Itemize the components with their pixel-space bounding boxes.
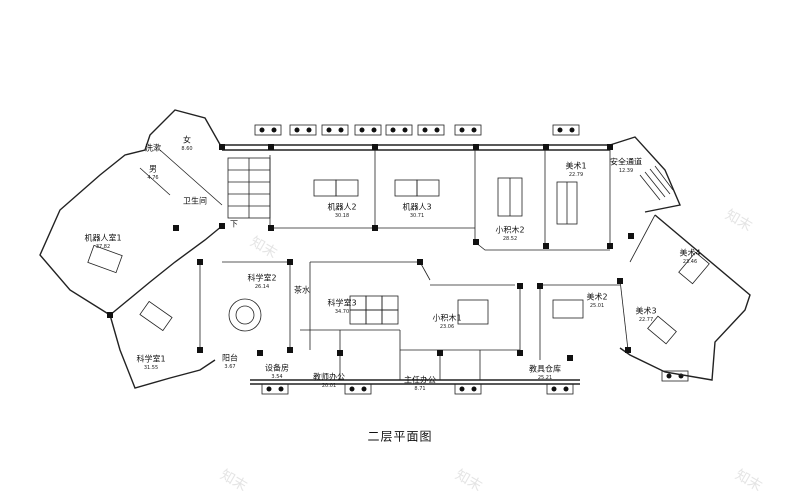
room-label-tea: 茶水: [294, 285, 310, 295]
outer-walls: [39, 109, 751, 389]
room-label-blocks-1: 小积木1: [432, 313, 462, 323]
room-label-science-2: 科学室2: [247, 273, 277, 283]
room-label-robot-3: 机器人3: [402, 202, 432, 212]
room-label-art-1: 美术1: [565, 161, 587, 171]
room-area-robot-3: 30.71: [409, 213, 425, 219]
room-label-robot-1: 机器人室1: [84, 233, 122, 243]
room-label-balcony: 阳台: [222, 353, 238, 363]
room-label-male-wc: 男: [149, 164, 157, 174]
room-area-robot-2: 30.18: [334, 213, 350, 219]
room-area-blocks-2: 28.52: [502, 236, 518, 242]
room-area-teacher-office: 20.01: [321, 383, 337, 389]
room-area-male-wc: 4.76: [147, 175, 159, 181]
room-label-toilet: 卫生间: [183, 196, 207, 206]
room-label-art-2: 美术2: [586, 292, 608, 302]
room-area-female-wc: 8.60: [181, 146, 193, 152]
room-label-teaching-aids-storage: 教具仓库: [529, 364, 561, 374]
room-label-art-4: 美术4: [679, 248, 701, 258]
room-area-science-1: 31.55: [143, 365, 159, 371]
room-area-science-2: 26.14: [254, 284, 270, 290]
room-label-safety-passage: 安全通道: [610, 157, 642, 167]
room-area-science-3: 34.70: [334, 309, 350, 315]
partitions: [139, 149, 656, 380]
room-area-director-office: 8.71: [414, 386, 426, 392]
ac-fans: [259, 127, 684, 392]
room-area-art-3: 22.77: [638, 317, 654, 323]
room-label-female-wc: 女: [183, 135, 191, 145]
room-area-safety-passage: 12.39: [618, 168, 634, 174]
room-label-science-1: 科学室1: [136, 354, 166, 364]
room-label-director-office: 主任办公: [404, 375, 436, 385]
room-label-blocks-2: 小积木2: [495, 225, 525, 235]
room-label-art-3: 美术3: [635, 306, 657, 316]
room-label-science-3: 科学室3: [327, 298, 357, 308]
room-label-equipment: 设备房: [265, 363, 289, 373]
drawing-title: 二层平面图: [367, 429, 433, 444]
room-area-blocks-1: 23.06: [439, 324, 455, 330]
room-area-teaching-aids-storage: 25.21: [537, 375, 553, 381]
furniture: [87, 177, 710, 345]
room-label-robot-2: 机器人2: [327, 202, 357, 212]
room-area-art-2: 25.01: [589, 303, 605, 309]
columns: [107, 144, 634, 361]
room-label-washroom: 洗漱: [145, 143, 161, 153]
stair-down-label: 下: [230, 219, 238, 229]
room-area-art-4: 23.46: [682, 259, 698, 265]
room-area-equipment: 3.54: [271, 374, 283, 380]
room-label-teacher-office: 教师办公: [313, 372, 345, 382]
room-area-art-1: 22.79: [568, 172, 584, 178]
room-area-balcony: 3.67: [224, 364, 236, 370]
room-area-robot-1: 37.82: [95, 244, 111, 250]
stair-right: [639, 165, 674, 201]
